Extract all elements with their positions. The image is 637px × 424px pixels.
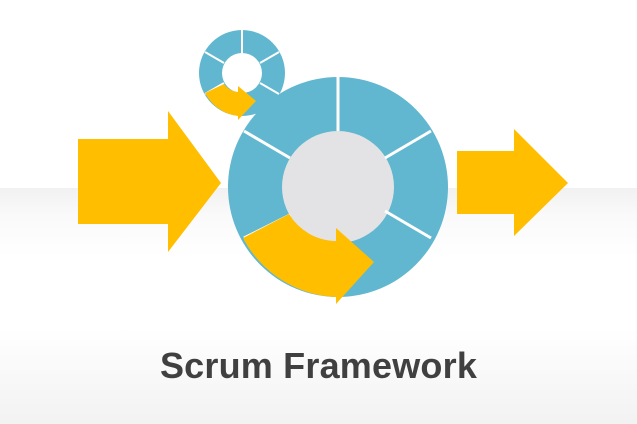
output-arrow-icon xyxy=(457,129,568,236)
sprint-cycle-icon xyxy=(228,77,448,304)
page-title: Scrum Framework xyxy=(159,345,478,386)
input-arrow-icon xyxy=(78,111,221,252)
daily-cycle-arrow-icon xyxy=(205,84,256,120)
daily-cycle-hub xyxy=(222,53,262,93)
sprint-cycle-arrow-icon xyxy=(243,214,374,304)
daily-cycle-icon xyxy=(199,30,285,120)
sprint-cycle-hub xyxy=(282,131,394,243)
